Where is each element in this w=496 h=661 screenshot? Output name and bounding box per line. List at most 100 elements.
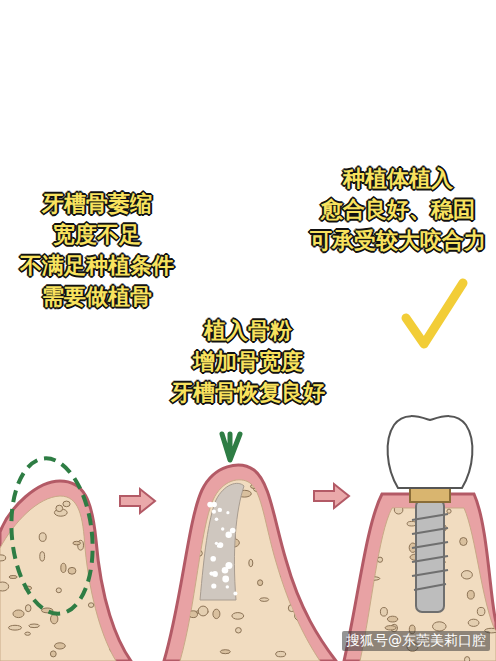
bone-speckle [55,643,66,649]
bone-speckle [56,505,63,511]
graft-granule [218,508,222,512]
graft-granule [209,572,213,576]
bone-speckle [288,605,295,612]
process-arrow [120,489,155,513]
bone-speckle [309,624,317,628]
step-caption: 植入骨粉 增加骨宽度 牙槽骨恢复良好 [171,315,325,408]
bone-speckle [465,657,470,661]
bone-speckle [254,488,263,492]
bone-speckle [96,570,104,575]
bone-speckle [40,552,45,561]
bone-speckle [15,498,25,502]
graft-granule [225,562,232,569]
bone-speckle [113,570,126,577]
bone-speckle [494,510,496,515]
bone-speckle [14,503,27,513]
graft-granule [226,511,229,514]
bone-speckle [103,572,109,579]
bone-speckle [50,651,56,657]
bone-speckle [483,552,496,560]
graft-granule [222,576,229,583]
bone-speckle [357,553,364,562]
bone-speckle [110,549,118,555]
bone-speckle [277,481,283,485]
bone-speckle [236,628,242,633]
graft-granule [207,502,213,508]
bone-speckle [433,622,447,631]
bone-speckle [196,550,202,556]
highlight-ellipse [4,454,100,618]
bone-speckle [316,595,322,603]
grafted-ridge [164,465,336,661]
graft-granule [212,510,216,514]
bone-speckle [490,602,496,607]
bone-speckle [0,582,9,591]
bone-speckle [485,522,493,526]
bone-speckle [468,619,479,626]
bone-speckle [407,521,416,526]
bone-speckle [281,572,290,579]
bone-speckle [467,591,474,600]
bone-speckle [385,626,396,630]
graft-granule [233,591,237,595]
bone-speckle [193,501,201,510]
bone-speckle [477,607,485,615]
bone-speckle [198,606,208,616]
bone-speckle [460,538,467,546]
bone-speckle [25,605,31,612]
bone-speckle [9,576,17,579]
bone-speckle [302,608,307,614]
bone-speckle [380,608,387,617]
bone-speckle [276,651,286,656]
bone-speckle [73,541,81,545]
bone-speckle [302,575,316,582]
graft-granule [218,542,224,548]
bone-speckle [251,484,259,488]
process-arrow [314,484,349,508]
graft-granule [226,532,232,538]
bone-speckle [300,551,309,559]
graft-granule [215,542,218,545]
bone-speckle [302,540,308,545]
graft-granule [214,573,218,577]
bone-speckle [213,609,220,618]
bone-speckle [9,625,22,630]
bone-speckle [249,559,253,566]
bone-speckle [56,588,61,593]
bone-speckle [301,506,305,515]
watermark: 搜狐号@东莞美莉口腔 [342,631,490,651]
bone-speckle [295,611,305,620]
bone-speckle [303,581,308,585]
graft-granule [226,585,229,588]
graft-granule [211,583,216,588]
bone-speckle [232,613,244,620]
bone-speckle [63,501,70,507]
down-arrow [222,434,240,460]
bone-speckle [387,616,397,622]
implant-site [344,416,496,661]
bone-speckle [0,555,6,561]
graft-granule [215,518,219,522]
bone-speckle [258,580,263,586]
bone-speckle [360,582,368,589]
bone-speckle [358,526,365,533]
bone-speckle [110,645,123,653]
bone-speckle [260,598,269,602]
check-mark [406,283,463,344]
bone-speckle [368,577,380,580]
bone-speckle [39,533,46,542]
bone-speckle [61,563,66,572]
bone-speckle [447,509,451,513]
bone-speckle [88,603,93,608]
bone-speckle [461,571,472,579]
bone-speckle [394,506,403,514]
bone-speckle [13,610,24,618]
graft-granule [210,556,216,562]
bone-speckle [29,624,40,628]
bone-speckle [193,532,201,540]
step-caption: 牙槽骨萎缩 宽度不足 不满足种植条件 需要做植骨 [20,188,174,312]
bone-speckle [220,650,230,654]
bone-speckle [304,558,317,564]
bone-speckle [371,526,375,534]
bone-speckle [68,567,76,574]
